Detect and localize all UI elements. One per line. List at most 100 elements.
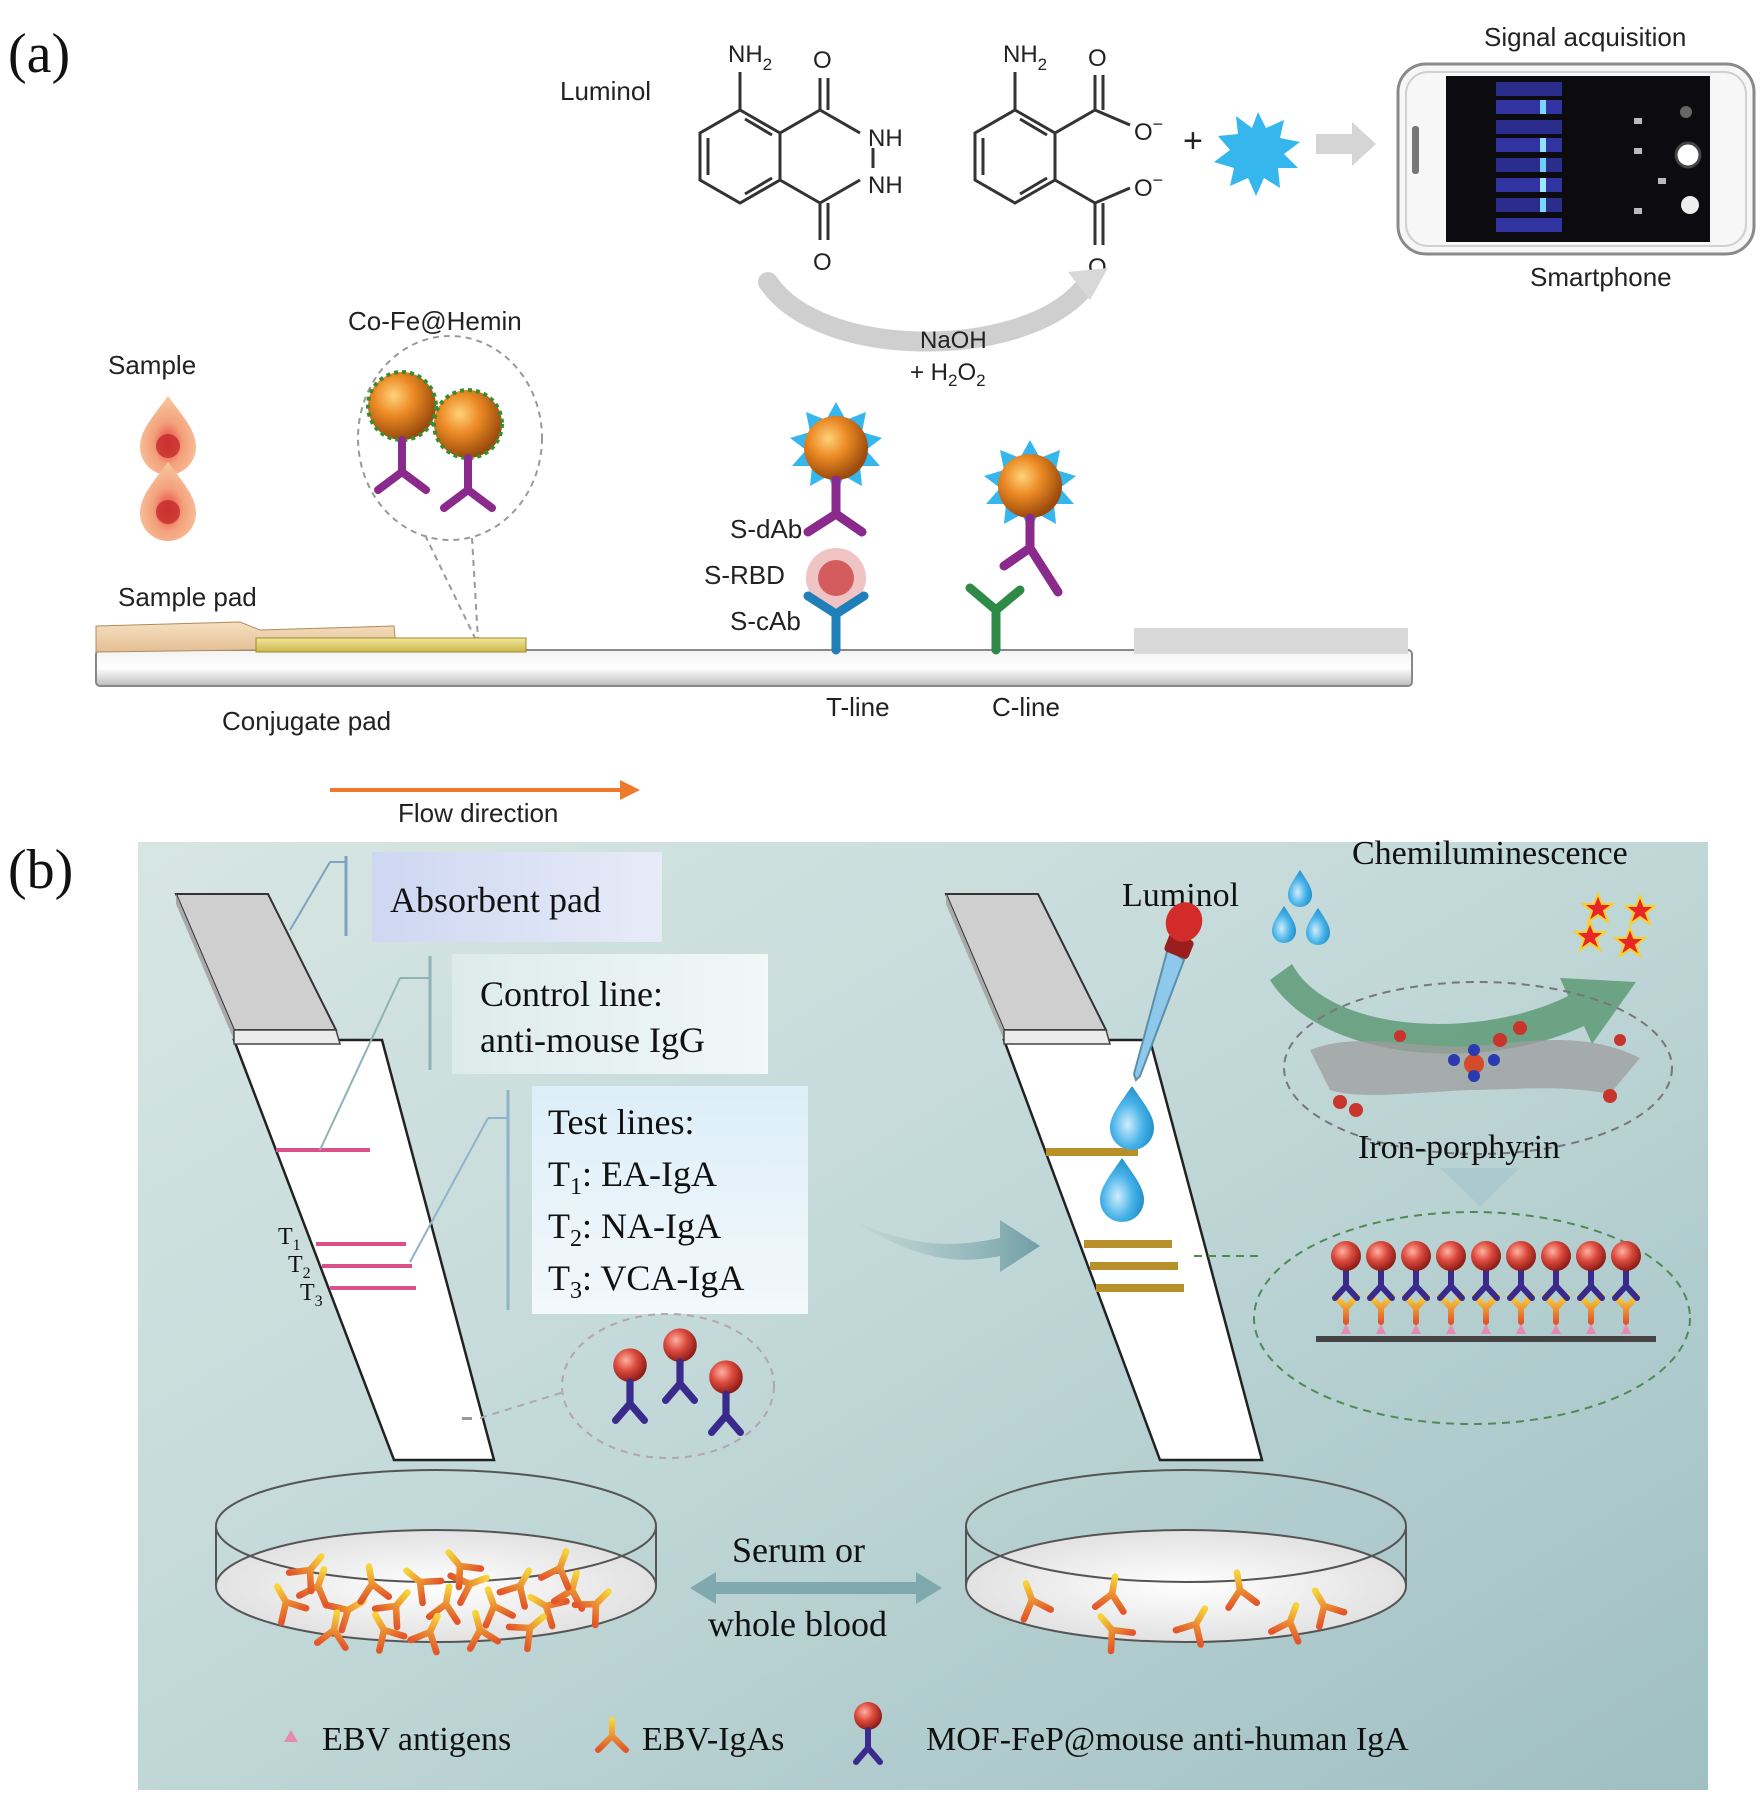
right-dish-iga [1311,1587,1348,1630]
right-dish-iga [1020,1580,1055,1623]
luminol-drop-5 [1306,908,1330,945]
mof-conjugate-3 [707,1360,745,1437]
aminophthalate-nh2-label: NH2 [1003,41,1047,74]
luminol-nh-1: NH [868,125,903,152]
light-emission-burst [1214,112,1300,196]
legend-ebv-antigen-icon [284,1730,298,1742]
panel-b-label: (b) [8,839,73,901]
aminophthalate-structure [973,72,1131,245]
surface-unit [1541,1241,1571,1334]
reaction-arrow [758,272,1092,352]
panel-a-label: (a) [8,23,70,85]
reagent-naoh: NaOH [920,327,987,354]
left-dish-iga [407,1612,441,1656]
t-line-sandwich [790,402,882,655]
iron-porphyrin-label: Iron-porphyrin [1358,1129,1560,1166]
chemiluminescence-arrow [1270,964,1636,1054]
transition-arrow [856,1220,1040,1272]
c-line-label: C-line [992,692,1060,722]
left-dish-iga [482,1586,517,1629]
surface-unit [1401,1241,1431,1334]
surface-unit [1611,1241,1641,1334]
reagent-h2o2: + H2O2 [910,359,986,390]
luminol-drop-4 [1272,906,1296,943]
left-dish-iga [445,1549,485,1591]
sample-pad-label: Sample pad [118,582,257,612]
surface-unit [1436,1241,1466,1334]
luminol-nh2-label: NH2 [728,41,772,74]
right-dish-iga [1267,1602,1302,1645]
left-dish-iga [496,1567,533,1610]
surface-baseline [1316,1336,1656,1342]
surface-assembly [1316,1241,1656,1342]
co-fe-hemin-label: Co-Fe@Hemin [348,306,522,336]
right-dish-iga [1091,1573,1127,1615]
t-line-label: T-line [826,692,890,722]
left-dish-iga [313,1609,349,1651]
legend-mof-icon [853,1702,883,1765]
test-line-t1: T1: EA-IgA [548,1154,717,1200]
control-line-title: Control line: [480,974,663,1014]
right-test-strip [944,893,1264,1462]
surface-assembly-bubble [1253,1211,1691,1425]
left-dish-iga [505,1613,547,1653]
luminol-drop-1 [1110,1086,1154,1150]
luminol-nh-2: NH [868,172,903,199]
legend-ebv-igas: EBV-IgAs [642,1721,784,1758]
sample-drops [140,396,196,541]
legend-ebv-antigens: EBV antigens [322,1721,511,1758]
surface-unit [1471,1241,1501,1334]
iron-porphyrin-molecule [1310,1021,1640,1117]
phone-screen-strips [1496,82,1562,232]
right-dish-iga [1225,1569,1261,1611]
aminophthalate-o-top: O [1088,45,1107,72]
luminol-o-top: O [813,47,832,74]
left-dish-iga [425,1583,461,1625]
left-dish-iga [371,1611,408,1654]
surface-unit [1331,1241,1361,1334]
s-rbd-label: S-RBD [704,560,785,590]
mof-conjugates-small [611,1328,745,1437]
s-dab-label: S-dAb [730,514,802,544]
surface-unit [1506,1241,1536,1334]
plus-sign: + [1183,122,1203,160]
left-dish-iga [371,1589,411,1631]
luminol-drop-3 [1288,870,1312,907]
serum-double-arrow [690,1572,942,1604]
flow-direction-label: Flow direction [398,798,558,828]
mof-conjugate-1 [611,1348,649,1425]
luminol-drop-2 [1100,1158,1144,1222]
hemin-conjugate-2 [432,388,504,512]
absorbent-pad-callout [289,852,662,942]
hemin-callout-leader-2 [471,537,479,641]
right-dish-iga [1097,1613,1137,1655]
absorbent-pad-label: Absorbent pad [390,880,601,920]
sample-label: Sample [108,350,196,380]
left-dish-iga [466,1609,502,1652]
legend-ebv-iga-icon [595,1717,629,1753]
left-test-strip [174,893,496,1462]
left-dish-iga [537,1548,572,1591]
hemin-conjugate-1 [366,370,438,494]
legend-mof: MOF-FeP@mouse anti-human IgA [926,1721,1409,1758]
strip-t3-label: T3 [300,1280,323,1310]
signal-arrow [1316,122,1376,166]
hemin-callout-leader-1 [424,534,477,641]
serum-or-label: Serum or [732,1530,865,1570]
mof-conjugate-bubble [561,1313,775,1459]
down-arrow-teal [1440,1168,1520,1206]
strip-t1-label: T1 [278,1224,301,1254]
emission-stars [1572,891,1658,959]
whole-blood-label: whole blood [708,1604,887,1644]
conjugate-pad-label: Conjugate pad [222,706,391,736]
test-lines-callout [409,1086,808,1314]
smartphone-label: Smartphone [1530,262,1672,292]
smartphone [1396,62,1756,256]
surface-unit [1366,1241,1396,1334]
dropper-icon [1132,902,1203,1082]
strip-t2-label: T2 [288,1252,311,1282]
luminol-label: Luminol [560,76,651,106]
left-dish-iga [273,1583,310,1626]
